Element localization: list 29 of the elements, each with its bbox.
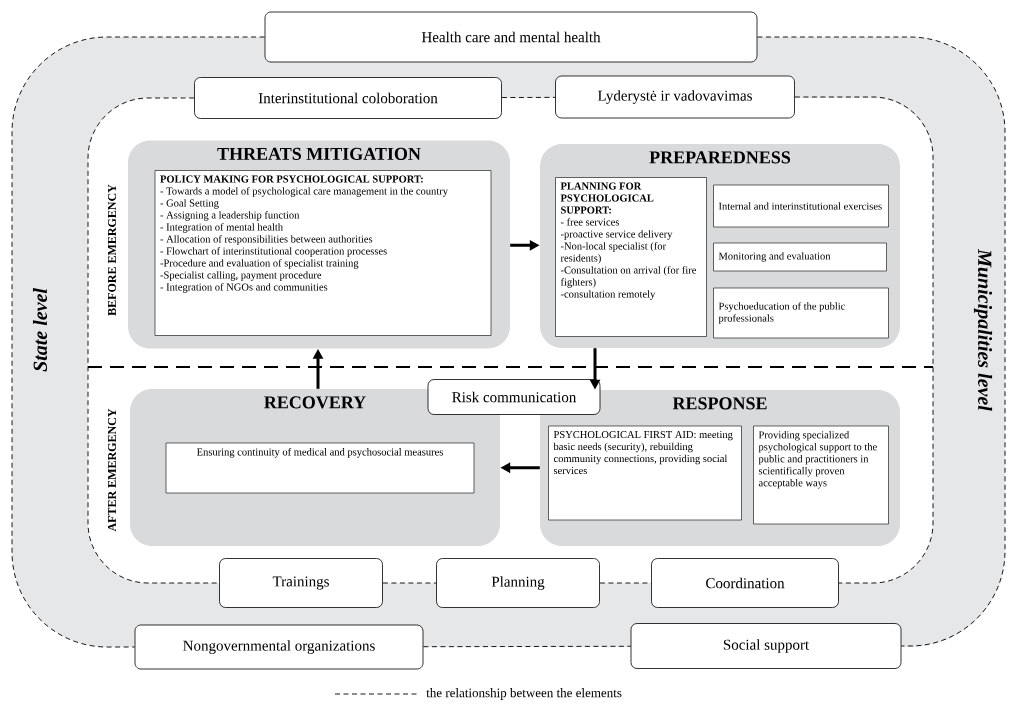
- connector-line: [756, 36, 1006, 647]
- text-box: Ensuring continuity of medical and psychosocial measures: [165, 442, 475, 494]
- connector-line: [87, 97, 220, 584]
- text-box: POLICY MAKING FOR PSYCHOLOGICAL SUPPORT: - Towards a model of psychological care management in the country - Goal Setting - Assigning a leadership function - Integration of mental health - Allocation of responsibilities between authorities - Flowchart of interinstitutional cooperation processes -Procedure and evaluation of specialist training -Specialist calling, payment procedure - Integration of NGOs and communities: [154, 170, 492, 336]
- legend-text: the relationship between the elements: [426, 688, 622, 700]
- text-box: Monitoring and evaluation: [713, 242, 887, 272]
- phase-label: BEFORE EMERGENCY: [107, 184, 117, 316]
- connector-line: [794, 96, 934, 584]
- connector-line: [501, 96, 556, 98]
- phase-label: AFTER EMERGENCY: [107, 408, 117, 532]
- rounded-box: Nongovernmental organizations: [134, 624, 424, 670]
- rounded-box: Interinstitutional coloboration: [194, 77, 502, 119]
- rounded-box: Risk communication: [427, 379, 601, 415]
- rounded-box: Health care and mental health: [264, 11, 758, 63]
- text-box: Providing specialized psychological support to the public and practitioners in scientifically proven acceptable ways: [753, 425, 889, 525]
- rounded-box: Trainings: [219, 558, 383, 608]
- text-box: Psychoeducation of the public professionals: [713, 287, 889, 339]
- side-label: State level: [32, 288, 48, 372]
- rounded-box: Planning: [436, 558, 600, 608]
- side-label: Municipalities level: [973, 248, 993, 411]
- connector-line: [382, 582, 437, 584]
- connector-line: [11, 36, 266, 648]
- text-box: PLANNING FOR PSYCHOLOGICAL SUPPORT: - free services -proactive service delivery -Non-local specialist (for residents) -Consultation on arrival (for fire fighters) -consultation remotely: [555, 177, 707, 337]
- rounded-box: Lyderystė ir vadovavimas: [555, 75, 795, 119]
- rounded-box: Coordination: [651, 558, 839, 608]
- text-box: Internal and interinstitutional exercises: [713, 184, 889, 228]
- connector-line: [422, 645, 632, 648]
- rounded-box: Social support: [630, 623, 902, 669]
- text-box: PSYCHOLOGICAL FIRST AID: meeting basic needs (security), rebuilding community connections, providing social services: [548, 425, 742, 521]
